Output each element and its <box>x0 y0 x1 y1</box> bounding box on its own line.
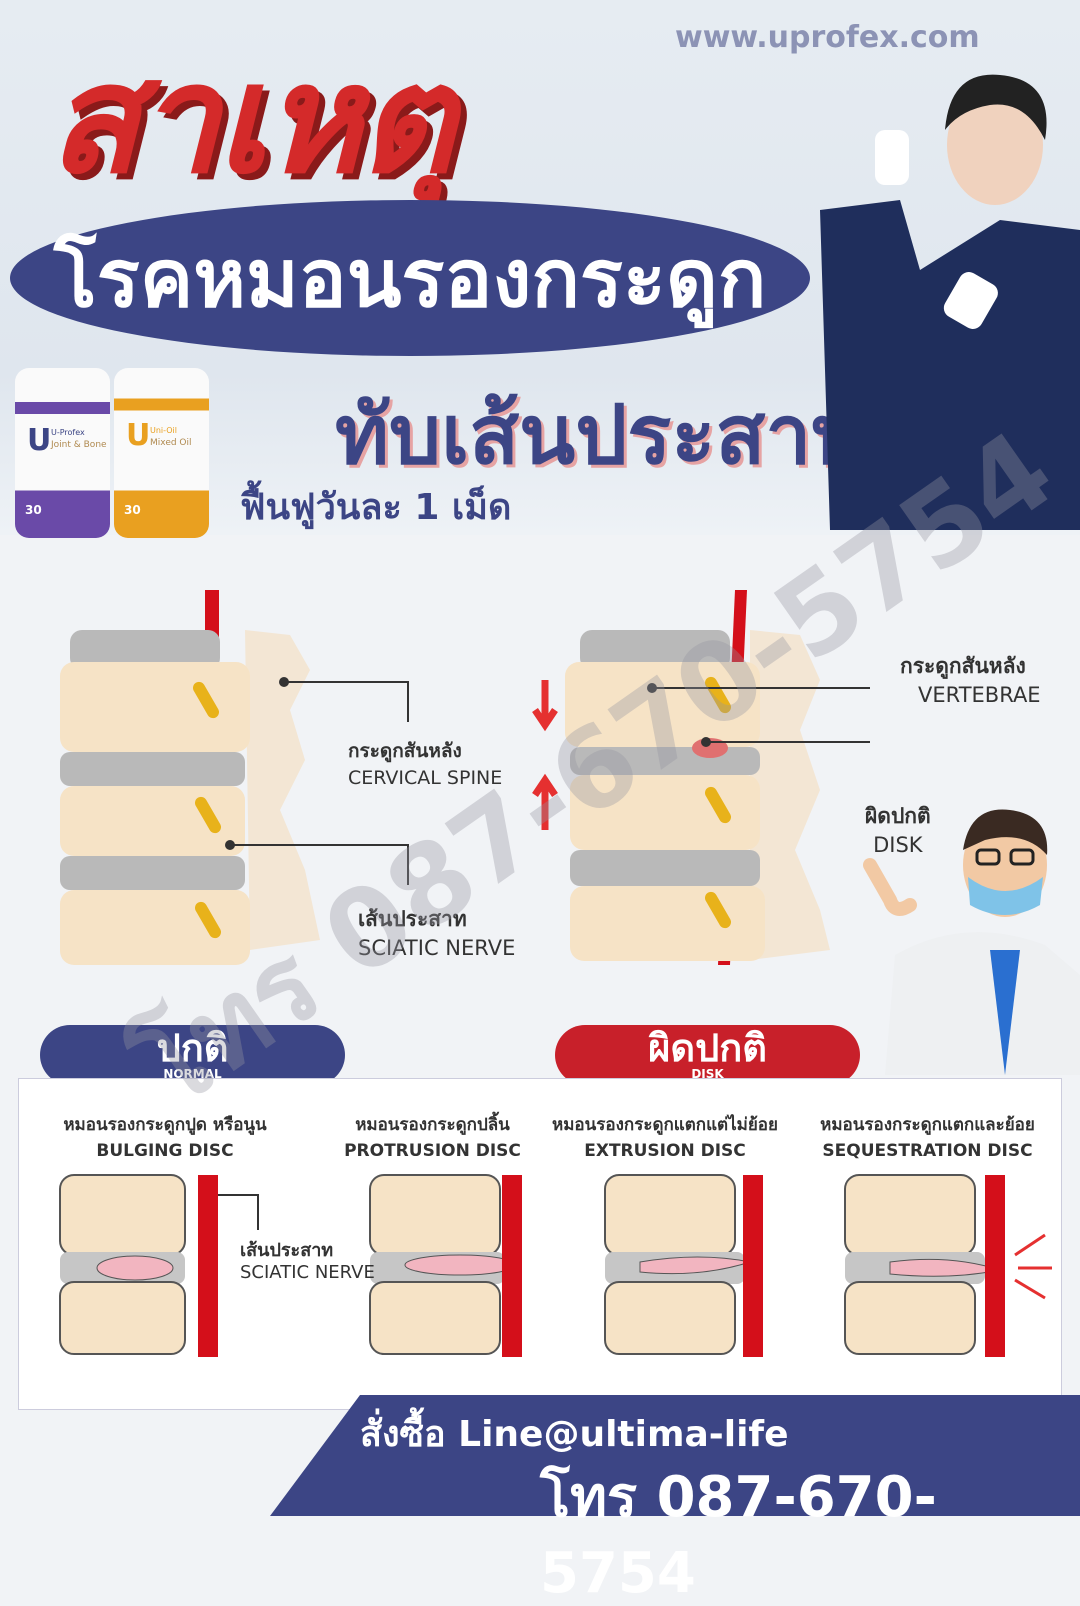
website-url[interactable]: www.uprofex.com <box>675 20 980 55</box>
protrusion-disc <box>369 1174 522 1357</box>
doctor-cartoon <box>863 809 1080 1075</box>
product-count: 30 <box>124 503 141 517</box>
tagline: ฟื้นฟูวันละ 1 เม็ด <box>240 487 512 528</box>
product-mixed-oil: U Uni-Oil Mixed Oil 30 <box>114 368 209 538</box>
abnormal-tag: ผิดปกติDISK <box>555 1025 860 1085</box>
footer-banner <box>270 1395 1080 1516</box>
normal-tag: ปกติNORMAL <box>40 1025 345 1085</box>
product-brand: U-Profex <box>51 428 85 437</box>
bulging-disc <box>59 1174 259 1357</box>
phone-number[interactable]: โทร 087-670-5754 <box>540 1465 937 1606</box>
face-mask <box>968 877 1043 915</box>
supplement-bottle <box>875 130 909 185</box>
spine-diagram <box>60 590 870 965</box>
product-joint-bone: U U-Profex Joint & Bone 30 <box>15 368 110 538</box>
normal-spine-illustration <box>60 590 409 965</box>
sequestration-disc <box>844 1174 1052 1357</box>
disc-types-illustration <box>59 1174 1052 1357</box>
label-disk: ผิดปกติDISK <box>865 804 931 858</box>
subheadline: ทับเส้นประสาท <box>335 388 866 483</box>
compression-arrow-down <box>532 680 558 732</box>
compression-arrow-up <box>532 773 558 830</box>
product-brand: Uni-Oil <box>150 426 177 435</box>
headline: โรคหมอนรองกระดูก <box>53 231 767 325</box>
presenter-photo <box>820 74 1080 530</box>
order-line[interactable]: สั่งซื้อ Line@ultima-life <box>360 1414 789 1455</box>
product-name: Joint & Bone <box>51 440 107 450</box>
product-name: Mixed Oil <box>150 438 192 448</box>
product-count: 30 <box>25 503 42 517</box>
main-title: สาเหตุ <box>48 33 455 207</box>
headline-pill: โรคหมอนรองกระดูก <box>10 200 810 356</box>
extrusion-disc <box>604 1174 763 1357</box>
abnormal-spine-illustration <box>532 590 870 965</box>
